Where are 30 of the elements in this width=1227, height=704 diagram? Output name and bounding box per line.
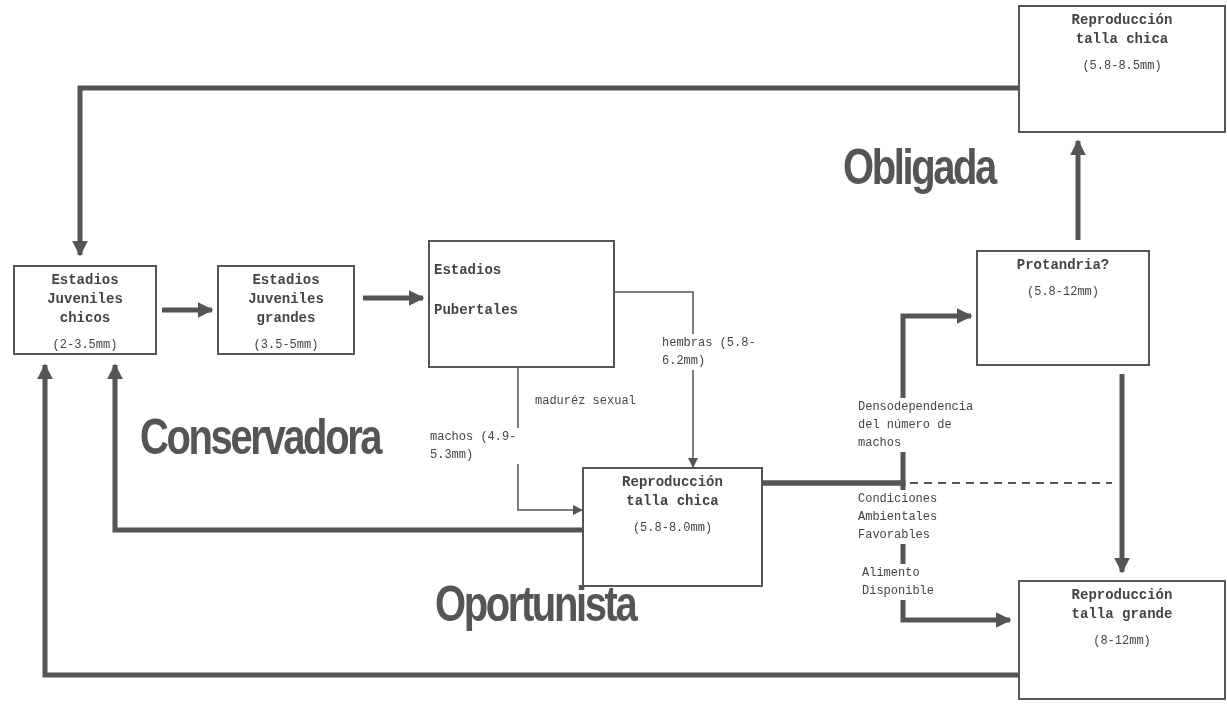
stage-title: Estadios Pubertales	[434, 261, 519, 320]
arrow	[162, 302, 214, 318]
stage-title: Protandria?	[1015, 256, 1111, 275]
arrow	[107, 363, 582, 533]
size-range-text: (8-12mm)	[1092, 634, 1152, 648]
process-box	[13, 265, 157, 355]
strategy-label: Conservadora	[140, 408, 381, 466]
process-box	[428, 240, 615, 368]
arrow	[72, 85, 1018, 257]
arrow	[1114, 374, 1130, 574]
process-box	[1018, 5, 1226, 133]
stage-title: Estadios Juveniles grandes	[247, 271, 325, 328]
size-range-text: (2-3.5mm)	[51, 338, 119, 352]
size-range-text: (5.8-8.5mm)	[1081, 59, 1163, 73]
strategy-label: Obligada	[843, 138, 995, 196]
process-box	[582, 467, 763, 587]
arrow	[1070, 139, 1086, 240]
size-range-text: (3.5-5mm)	[252, 338, 320, 352]
process-box	[1018, 580, 1226, 700]
stage-title: Estadios Juveniles chicos	[46, 271, 124, 328]
process-box	[217, 265, 355, 355]
size-range-text: (5.8-12mm)	[1026, 285, 1100, 299]
process-box	[976, 250, 1150, 366]
strategy-label: Oportunista	[435, 575, 636, 633]
stage-title: Reproducción talla chica	[1070, 11, 1174, 49]
size-range-text: (5.8-8.0mm)	[631, 521, 714, 535]
arrow	[37, 363, 1018, 678]
arrow	[363, 290, 425, 306]
stage-title: Reproducción talla chica	[621, 473, 724, 511]
stage-title: Reproducción talla grande	[1070, 586, 1174, 624]
